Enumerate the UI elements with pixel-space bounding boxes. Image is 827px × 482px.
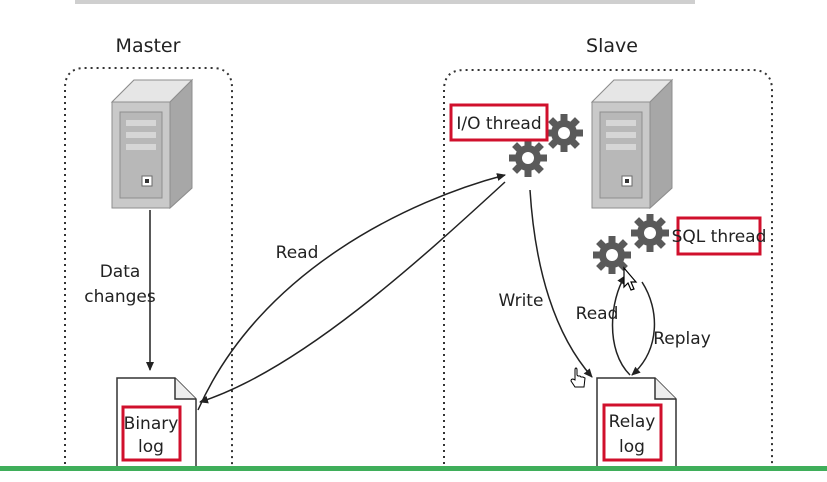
slave-title: Slave (586, 35, 638, 57)
sql-thread-highlight (676, 216, 762, 256)
data-changes-label: Data (100, 262, 141, 282)
relay-log-highlight (602, 403, 663, 462)
write-arrow (529, 189, 593, 378)
write-label: Write (499, 291, 544, 311)
master-boundary (64, 67, 233, 470)
cropped-header-text (75, 0, 695, 4)
io-thread-highlight (449, 103, 549, 142)
read-request-arrow (197, 173, 506, 411)
read-relay-arrow (611, 275, 631, 376)
svg-text:Binary: Binary (124, 414, 179, 434)
slave-server-icon (591, 79, 673, 209)
hand-cursor-icon (570, 367, 586, 388)
data-changes-label: changes (84, 287, 156, 307)
svg-text:log: log (619, 437, 645, 457)
relay-log-document: Relay log (596, 377, 677, 471)
read-response-arrow (199, 181, 506, 404)
sql-thread-gear-icon (593, 214, 669, 274)
sql-thread-label: SQL thread (672, 227, 767, 247)
mouse-pointer-icon (623, 266, 638, 291)
master-title: Master (116, 35, 181, 57)
binary-log-highlight (121, 405, 182, 462)
svg-text:log: log (138, 437, 164, 457)
read-relay-label: Read (576, 304, 619, 324)
replay-arrow (631, 281, 656, 376)
progress-line (0, 466, 827, 471)
read-label: Read (276, 243, 319, 263)
io-thread-label: I/O thread (456, 114, 541, 134)
replay-label: Replay (653, 329, 711, 349)
master-server-icon (111, 79, 193, 209)
svg-text:Relay: Relay (609, 412, 656, 432)
binary-log-document: Binary log (116, 377, 197, 471)
